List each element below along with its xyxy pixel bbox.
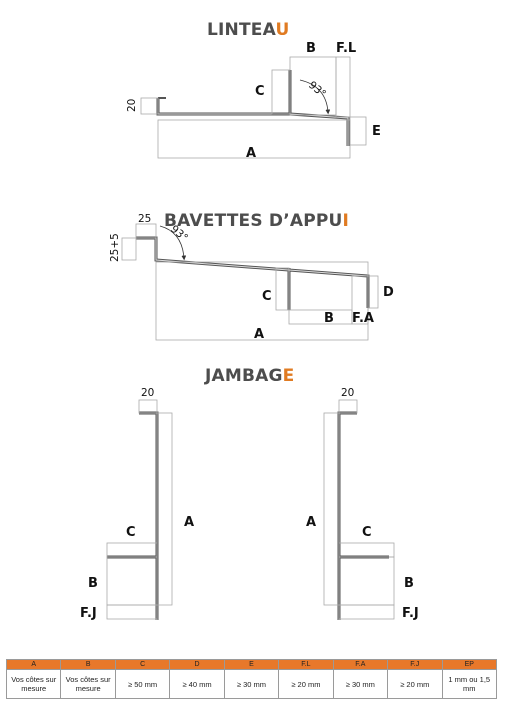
jambage-right-dim-20-box	[338, 399, 358, 414]
title-linteau: LINTEAU	[207, 20, 290, 40]
table-header-cell: F.A	[332, 659, 389, 670]
linteau-profile	[156, 70, 350, 146]
table-header-cell: E	[223, 659, 280, 670]
jambage-right-label-fj: F.J	[402, 606, 419, 621]
table-cell: 1 mm ou 1,5 mm	[441, 669, 497, 699]
linteau-angle-arc	[299, 79, 331, 115]
jambage-right-label-20: 20	[341, 387, 354, 399]
jambage-right-label-a: A	[306, 515, 316, 530]
linteau-label-b: B	[306, 41, 316, 56]
table-header-row: A B C D E F.L F.A F.J EP	[5, 659, 497, 670]
linteau-label-a: A	[246, 146, 256, 161]
table-cell: ≥ 40 mm	[169, 669, 225, 699]
jambage-right-dim-c-box	[338, 542, 395, 558]
bavettes-diagram: 25 25+5 93° C D B F.A A	[109, 213, 394, 342]
linteau-label-fl: F.L	[336, 41, 356, 56]
table-header-cell: C	[114, 659, 171, 670]
bavettes-dim-25-box	[135, 223, 157, 239]
jambage-left-label-a: A	[184, 515, 194, 530]
jambage-right-profile	[337, 411, 389, 620]
jambage-right-dim-a-box	[323, 412, 340, 606]
linteau-dim-c-box	[271, 69, 291, 115]
table-cell: ≥ 30 mm	[223, 669, 280, 699]
bavettes-label-c: C	[262, 289, 272, 304]
jambage-left-dim-b-box	[106, 556, 158, 606]
linteau-diagram: B F.L C 93° 20 E A	[126, 41, 381, 161]
jambage-left-label-fj: F.J	[80, 606, 97, 621]
linteau-label-angle: 93°	[306, 79, 328, 100]
table-cell: Vos côtes sur mesure	[60, 669, 116, 699]
bavettes-label-a: A	[254, 327, 264, 342]
jambage-left-dim-a-box	[156, 412, 173, 606]
jambage-right-diagram: 20 A C B F.J	[306, 387, 419, 621]
linteau-label-c: C	[255, 84, 265, 99]
jambage-left-dim-fj-box	[106, 604, 158, 620]
jambage-left-label-b: B	[88, 576, 98, 591]
jambage-left-profile	[107, 411, 159, 620]
table-cell: ≥ 30 mm	[332, 669, 389, 699]
linteau-label-e: E	[372, 124, 381, 139]
bavettes-label-fa: F.A	[352, 311, 374, 326]
jambage-left-label-c: C	[126, 525, 136, 540]
bavettes-label-angle: 93°	[168, 223, 190, 244]
bavettes-label-d: D	[383, 285, 394, 300]
jambage-right-label-b: B	[404, 576, 414, 591]
bavettes-profile	[136, 236, 370, 310]
table-cell: ≥ 50 mm	[114, 669, 171, 699]
bavettes-dim-b-box	[288, 309, 353, 325]
table-cell: Vos côtes sur mesure	[5, 669, 62, 699]
bavettes-label-25-5: 25+5	[109, 233, 121, 262]
jambage-left-dim-20-box	[138, 399, 158, 414]
bavettes-dim-a-box	[155, 261, 369, 341]
table-header-cell: B	[60, 659, 116, 670]
title-jambage: JAMBAGE	[205, 366, 295, 386]
jambage-right-label-c: C	[362, 525, 372, 540]
table-header-cell: F.L	[278, 659, 334, 670]
bavettes-dim-c-box	[275, 267, 290, 311]
bavettes-dim-255-box	[121, 237, 137, 261]
bavettes-label-25: 25	[138, 213, 151, 225]
linteau-dim-20-box	[140, 97, 159, 115]
linteau-label-20: 20	[126, 99, 138, 112]
linteau-dim-e-box	[349, 116, 367, 146]
jambage-left-diagram: 20 A C B F.J	[80, 387, 194, 621]
jambage-right-dim-fj-box	[338, 604, 395, 620]
table-row: Vos côtes sur mesure Vos côtes sur mesur…	[5, 669, 497, 699]
linteau-dim-a-box	[157, 119, 351, 159]
table-header-cell: D	[169, 659, 225, 670]
table-cell: ≥ 20 mm	[278, 669, 334, 699]
jambage-right-dim-b-box	[338, 556, 395, 606]
table-header-cell: A	[5, 659, 62, 670]
title-bavettes: BAVETTES D’APPUI	[164, 211, 350, 231]
jambage-left-label-20: 20	[141, 387, 154, 399]
bavettes-angle-arc	[159, 225, 187, 261]
bavettes-label-b: B	[324, 311, 334, 326]
table-header-cell: EP	[441, 659, 497, 670]
table-header-cell: F.J	[387, 659, 443, 670]
jambage-left-dim-c-box	[106, 542, 158, 558]
linteau-dim-fl-box	[335, 56, 351, 118]
table-cell: ≥ 20 mm	[387, 669, 443, 699]
dimensions-table: A B C D E F.L F.A F.J EP Vos côtes sur m…	[5, 659, 497, 699]
